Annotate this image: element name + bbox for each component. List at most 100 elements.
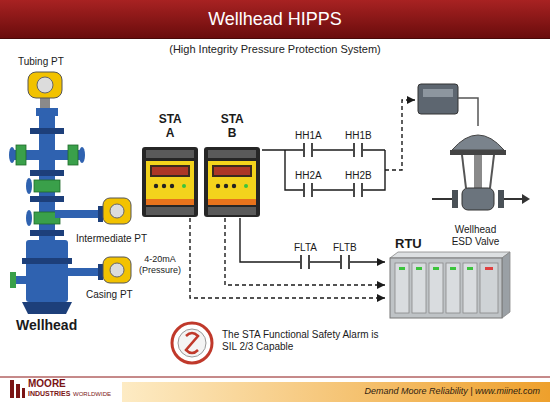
wellhead-illustration (79, 147, 85, 163)
node-label: RTU (395, 236, 422, 252)
esd-valve-figure (458, 98, 478, 126)
safety-alarm-device (232, 184, 236, 188)
footer-band (16, 384, 20, 398)
node-label: STA A (159, 112, 182, 141)
contact-symbol (303, 143, 305, 157)
rtu-rack-figure (467, 267, 473, 270)
signal-connector (225, 218, 385, 285)
safety-alarm-device (212, 165, 252, 177)
title-band (0, 0, 550, 39)
safety-alarm-device (214, 167, 250, 175)
rtu-rack-figure (390, 252, 510, 318)
wellhead-illustration (10, 272, 16, 288)
contact-symbol (353, 183, 355, 197)
node-label: Wellhead (16, 317, 77, 334)
wellhead-illustration (9, 72, 131, 314)
node-label: Intermediate PT (76, 233, 147, 245)
safety-alarm-device (182, 184, 186, 188)
title-band (0, 38, 550, 39)
safety-alarm-device (204, 147, 260, 217)
signal-label: 4-20mA (Pressure) (134, 254, 186, 276)
certification-badge (186, 333, 198, 353)
esd-valve-figure (462, 155, 466, 188)
rtu-rack-figure (463, 263, 477, 313)
safety-alarm-device (208, 161, 256, 205)
safety-alarm-module: STA A (140, 112, 200, 218)
rtu-rack-figure (480, 263, 498, 313)
safety-alarm-device (162, 184, 166, 188)
transmitter-node: Intermediate PT (76, 233, 147, 245)
wellhead-illustration (26, 240, 68, 302)
wellhead-illustration (55, 210, 100, 218)
safety-alarm-device (142, 147, 198, 217)
wellhead-illustration (36, 108, 58, 116)
footer-band (22, 388, 25, 398)
subtitle: (High Integrity Pressure Protection Syst… (0, 43, 550, 56)
logo-text: INDUSTRIES (28, 390, 70, 398)
wellhead-illustration (26, 210, 32, 226)
esd-valve-figure (490, 155, 494, 188)
rtu-rack-figure (450, 267, 456, 270)
rtu-rack-figure (416, 267, 422, 270)
esd-valve-figure (423, 89, 453, 97)
wellhead-illustration (22, 258, 72, 264)
wellhead-illustration (16, 145, 26, 165)
contact-symbol (340, 255, 342, 269)
contact-symbol (300, 255, 302, 269)
footer-tagline: Demand Moore Reliability | www.miinet.co… (365, 386, 540, 397)
wellhead-illustration (34, 180, 60, 192)
certification-note: The STA Functional Safety Alarm is SIL 2… (222, 329, 390, 353)
wellhead-illustration (68, 145, 78, 165)
certification-badge (178, 329, 206, 357)
contact-label: HH2B (345, 170, 372, 182)
rtu-rack-figure (399, 267, 405, 270)
wellhead-illustration (103, 257, 131, 283)
slide-title: Wellhead HIPPS (0, 0, 550, 38)
wellhead-illustration (37, 77, 53, 93)
contact-symbol (361, 183, 363, 197)
wellhead-illustration (28, 72, 62, 98)
logo-text: WORLDWIDE (73, 391, 111, 398)
transmitter-node: Tubing PT (18, 56, 64, 68)
wellhead-illustration (30, 170, 64, 176)
safety-alarm-device (146, 161, 194, 205)
contact-label: HH2A (295, 170, 322, 182)
safety-alarm-device (154, 184, 158, 188)
safety-alarm-device (142, 147, 260, 217)
signal-connector (190, 218, 385, 298)
esd-valve: Wellhead ESD Valve (415, 78, 520, 248)
connector-line (240, 218, 385, 262)
safety-alarm-device (208, 199, 256, 205)
logo-text: MOORE (28, 378, 66, 390)
rtu-rack-figure (390, 258, 502, 318)
rtu-rack-figure (395, 263, 409, 313)
esd-valve-figure (450, 150, 506, 155)
esd-valve-figure (452, 135, 504, 150)
footer-band (0, 377, 550, 378)
safety-alarm-device (146, 199, 194, 205)
contact-symbol (303, 183, 305, 197)
safety-alarm-device (224, 184, 228, 188)
safety-alarm-device (146, 150, 194, 158)
esd-valve-figure (498, 190, 504, 208)
rtu-rack-figure (446, 263, 460, 313)
wellhead-illustration (103, 198, 131, 224)
connector-line (385, 100, 415, 170)
wellhead-illustration (30, 230, 64, 236)
contact-label: HH1A (295, 130, 322, 142)
rtu-rack-figure (429, 263, 443, 313)
ladder-rung (285, 150, 385, 190)
safety-alarm-device (150, 165, 190, 177)
wellhead-illustration (110, 204, 124, 218)
esd-valve-figure (418, 84, 530, 210)
node-label: Wellhead ESD Valve (445, 224, 507, 248)
contact-label: FLTA (294, 242, 317, 254)
rtu-rack-figure (502, 252, 510, 318)
contact-symbol (311, 183, 313, 197)
esd-valve-figure (418, 84, 458, 114)
rtu-rack-figure (390, 252, 510, 258)
safety-alarm-device (146, 207, 194, 215)
rtu-rack-figure (412, 263, 426, 313)
contact-symbol (353, 143, 355, 157)
